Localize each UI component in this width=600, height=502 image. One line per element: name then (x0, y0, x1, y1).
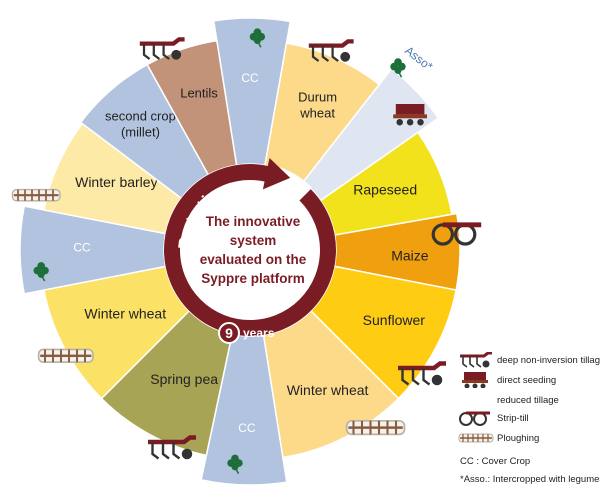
rotation-arrow-head (262, 158, 291, 190)
direct-seeding-icon (462, 372, 488, 388)
years-label: years (243, 326, 275, 340)
deep-non-inversion-tillage-icon (148, 435, 196, 460)
segment-label: Winter wheat (287, 382, 369, 398)
strip-till-icon (459, 411, 490, 426)
clover-icon (227, 454, 243, 474)
center-caption: The innovative system evaluated on the S… (200, 214, 307, 286)
center-line-1: The innovative (206, 214, 301, 229)
ploughing-icon (345, 419, 406, 436)
ploughing-icon (458, 433, 494, 443)
legend-blank (458, 392, 494, 408)
legend: deep non-inversion tillage direct seedin… (458, 352, 600, 502)
center-line-3: evaluated on the (200, 252, 307, 267)
segment-label: Sunflower (363, 312, 426, 328)
clover-icon (249, 28, 266, 48)
center-line-2: system (230, 233, 277, 248)
strip-till-icon (431, 222, 482, 246)
strip-till-icon (459, 411, 490, 426)
segment-label: CC (241, 71, 259, 85)
legend-row: Ploughing (458, 430, 539, 446)
segment-label: Spring pea (150, 371, 218, 387)
deep-non-inversion-tillage-icon (398, 361, 446, 386)
direct-seeding-icon (462, 372, 488, 388)
legend-label: deep non-inversion tillage (497, 354, 600, 366)
segment-label: second crop (105, 108, 176, 123)
legend-label: Strip-till (497, 412, 529, 424)
legend-row: direct seeding (458, 372, 556, 388)
crop-segment: Winter wheat (42, 265, 191, 400)
ploughing-icon (458, 433, 494, 443)
segment-label: (millet) (121, 125, 160, 140)
deep-non-inversion-tillage-icon (308, 39, 354, 62)
legend-note-cover-crop: CC : Cover Crop (460, 456, 531, 467)
segment-label: wheat (299, 106, 335, 121)
clover-icon (33, 262, 49, 282)
segment-label: Lentils (180, 86, 218, 101)
ploughing-icon (11, 188, 61, 202)
segment-wedge (19, 205, 167, 295)
deep-non-inversion-tillage-icon (139, 37, 185, 60)
segment-label-asso: Asso* (402, 43, 436, 74)
segment-label: Durum (298, 89, 337, 104)
segment-label: Rapeseed (353, 182, 417, 198)
legend-row: reduced tillage (458, 392, 559, 408)
center-disc (182, 182, 318, 318)
legend-label: Ploughing (497, 432, 540, 444)
crop-segment: Winter barley (42, 122, 183, 235)
segment-label: Winter wheat (84, 305, 166, 321)
direct-seeding-icon (393, 104, 427, 126)
legend-label: reduced tillage (497, 394, 559, 406)
clover-icon (390, 58, 406, 78)
crop-segments: CCDurumwheatAsso*RapeseedMaizeSunflowerW… (19, 17, 461, 486)
segment-label: CC (238, 421, 256, 435)
legend-note-asso: *Asso.: Intercropped with legumes (460, 474, 600, 485)
ploughing-icon (37, 348, 94, 364)
segment-label: Winter barley (75, 174, 157, 190)
years-number: 9 (225, 325, 233, 341)
deep-non-inversion-tillage-icon (460, 352, 492, 368)
crop-segment: Durum wheat (264, 42, 381, 184)
center-line-4: Syppre platform (201, 271, 305, 286)
crop-segment: CC (200, 333, 288, 486)
legend-row: deep non-inversion tillage (458, 352, 600, 368)
segment-label: Maize (391, 247, 429, 263)
tillage-icons (11, 37, 482, 460)
segment-label: CC (73, 240, 91, 254)
crop-segment: CC (19, 205, 167, 295)
deep-non-inversion-tillage-icon (460, 352, 492, 368)
legend-label: direct seeding (497, 374, 557, 386)
rotation-ring (164, 164, 336, 336)
legend-row: Strip-till (458, 410, 529, 426)
years-badge: 9 years (218, 322, 275, 344)
